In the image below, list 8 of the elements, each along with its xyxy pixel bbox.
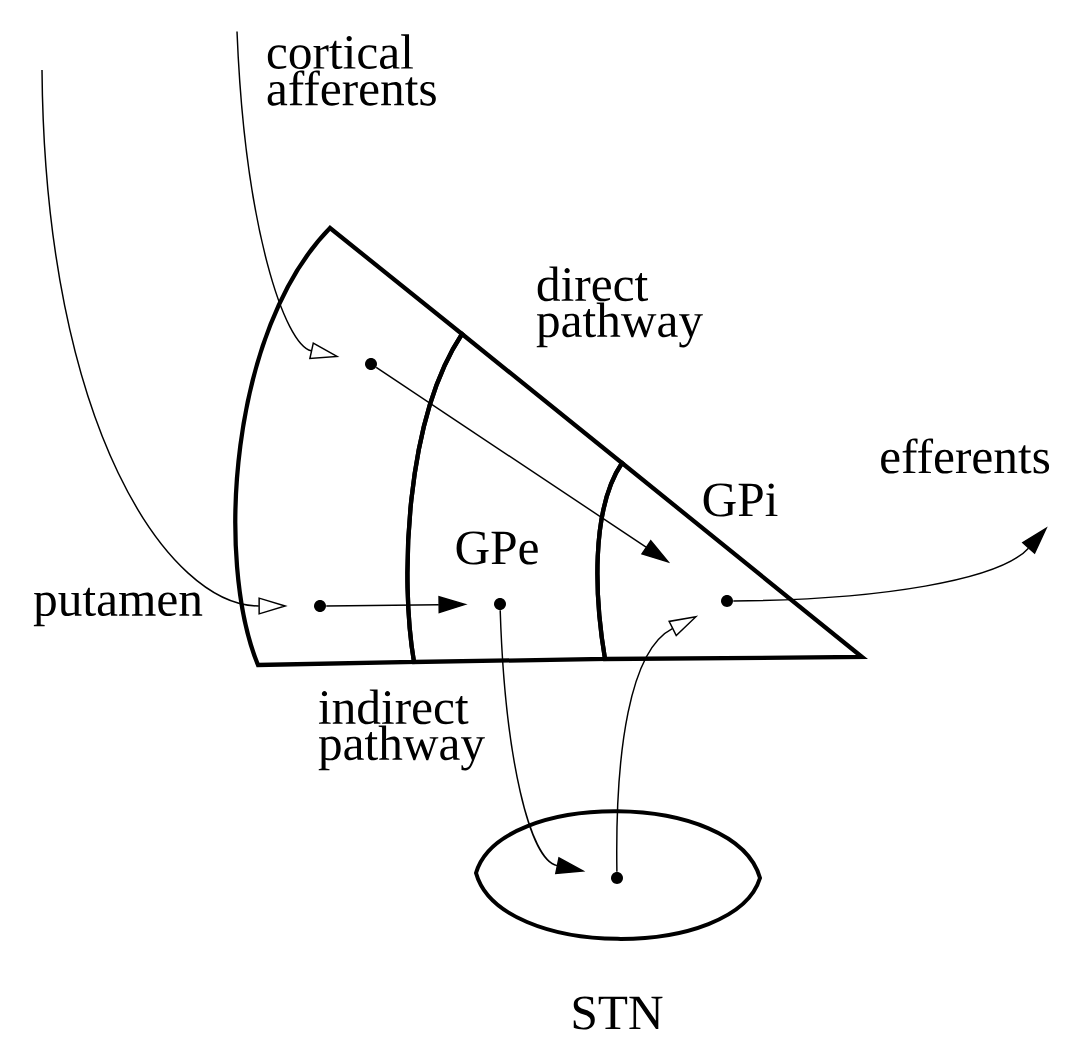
output-label: efferents — [881, 438, 1050, 474]
region-label: GPe — [456, 531, 538, 565]
nucleus-label: STN — [573, 996, 663, 1030]
pathway-label: indirect pathway — [318, 689, 485, 771]
region-label: putamen — [33, 587, 203, 627]
input-label: cortical afferents — [267, 34, 436, 106]
pathway-label: direct pathway — [536, 266, 703, 348]
region-label: GPi — [703, 483, 778, 517]
